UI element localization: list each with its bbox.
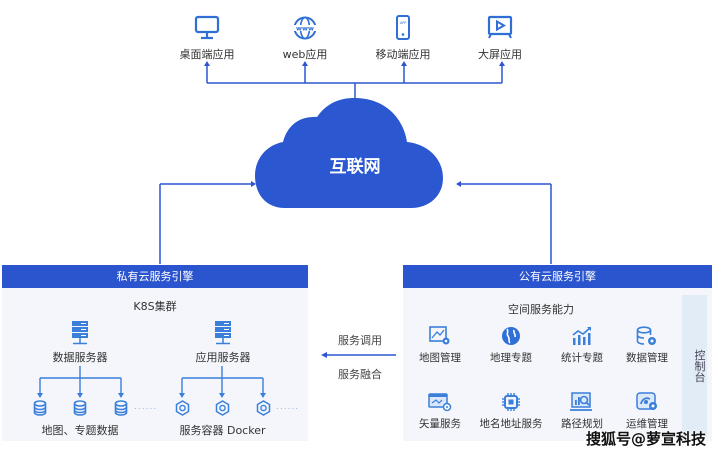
service-vector[interactable]: 矢量服务 (407, 392, 473, 431)
app-label: 移动端应用 (375, 48, 431, 61)
database-settings-icon (636, 326, 656, 345)
service-route-planning[interactable]: 路径规划 (549, 392, 615, 431)
data-server-icon (72, 321, 88, 345)
www-globe-icon: www (293, 16, 317, 40)
globe-icon (502, 327, 520, 345)
service-label: 地名地址服务 (479, 418, 543, 430)
container-icon (256, 400, 271, 416)
public-cloud-panel (403, 265, 712, 441)
ops-management-icon (636, 392, 657, 410)
app-desktop: 桌面端应用 (172, 14, 242, 62)
app-large-screen: 大屏应用 (465, 14, 535, 62)
database-icon (33, 400, 47, 416)
database-icon (73, 400, 87, 416)
service-label: 运维管理 (626, 418, 668, 430)
service-label: 统计专题 (561, 352, 603, 364)
app-mobile: APP 移动端应用 (368, 14, 438, 62)
service-label: 数据管理 (626, 352, 668, 364)
service-place-address[interactable]: 地名地址服务 (478, 392, 544, 431)
data-ellipsis: ...... (134, 402, 158, 412)
service-map-management[interactable]: 地图管理 (407, 326, 473, 365)
data-server-label: 数据服务器 (52, 351, 108, 364)
route-search-icon (570, 392, 592, 411)
app-label: web应用 (282, 48, 328, 61)
k8s-cluster-label: K8S集群 (133, 300, 177, 313)
container-ellipsis: ...... (276, 402, 300, 412)
control-console-label: 控制台 (693, 349, 706, 382)
container-icon (215, 400, 230, 416)
service-data-management[interactable]: 数据管理 (614, 326, 680, 365)
svg-text:APP: APP (400, 21, 407, 25)
map-data-label: 地图、专题数据 (41, 424, 119, 437)
service-ops-management[interactable]: 运维管理 (614, 392, 680, 431)
service-call-label: 服务调用 (338, 334, 382, 347)
database-icon (114, 400, 128, 416)
service-label: 路径规划 (561, 418, 603, 430)
mobile-phone-icon: APP (396, 15, 410, 40)
large-screen-play-icon (487, 15, 513, 39)
app-label: 桌面端应用 (179, 48, 235, 61)
watermark: 搜狐号@萝宣科技 (586, 430, 707, 448)
service-label: 地图管理 (419, 352, 461, 364)
public-cloud-title: 公有云服务引擎 (403, 265, 712, 288)
service-label: 地理专题 (490, 352, 532, 364)
svg-text:www: www (296, 25, 314, 33)
service-label: 矢量服务 (419, 418, 461, 430)
left-arrow (321, 352, 396, 358)
service-fusion-label: 服务融合 (338, 368, 382, 381)
desktop-monitor-icon (194, 15, 220, 40)
server-tree-lines (37, 366, 266, 398)
service-statistics-topic[interactable]: 统计专题 (549, 326, 615, 365)
cloud-label: 互联网 (329, 157, 381, 177)
private-cloud-title: 私有云服务引擎 (2, 265, 308, 288)
app-web: www web应用 (270, 14, 340, 62)
app-label: 大屏应用 (478, 48, 522, 61)
service-geo-topic[interactable]: 地理专题 (478, 326, 544, 365)
internet-cloud-icon (255, 98, 443, 208)
bar-chart-trend-icon (572, 327, 591, 345)
map-settings-icon (429, 326, 450, 345)
app-server-icon (215, 321, 231, 345)
control-console[interactable]: 控制台 (682, 295, 707, 436)
docker-label: 服务容器 Docker (179, 424, 266, 437)
vector-layer-icon (428, 393, 452, 412)
chip-icon (502, 393, 520, 411)
container-icon (175, 400, 190, 416)
app-server-label: 应用服务器 (195, 351, 251, 364)
spatial-service-title: 空间服务能力 (508, 303, 574, 316)
